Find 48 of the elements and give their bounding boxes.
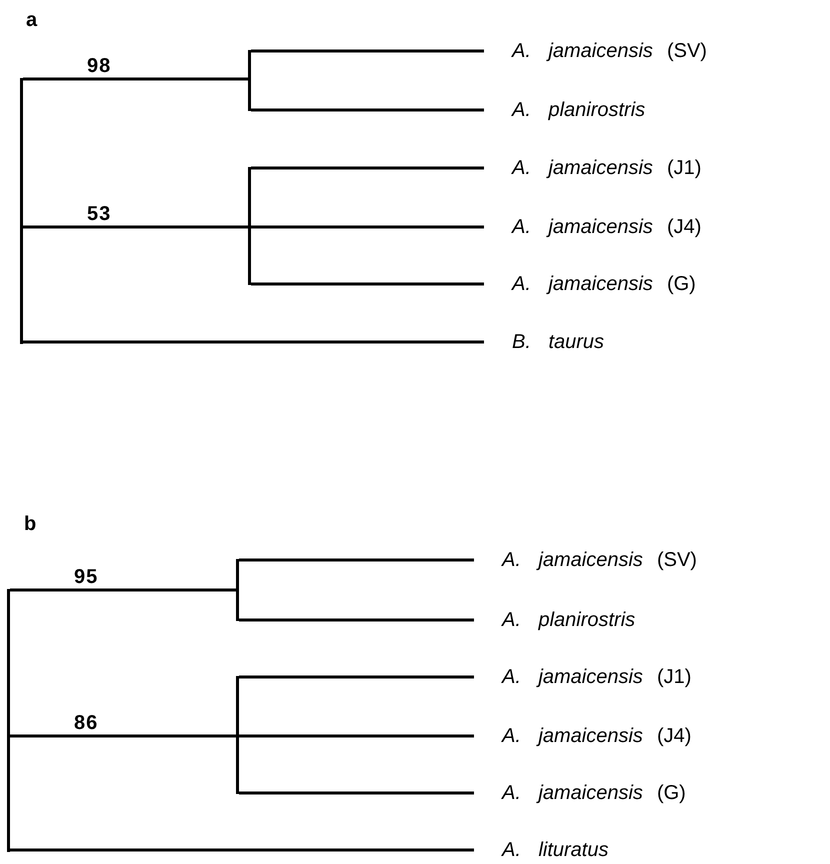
tree-branch <box>251 50 484 52</box>
tree-branch-junction <box>248 50 251 111</box>
bootstrap-value: 95 <box>74 567 98 587</box>
taxon-name: A. jamaicensis (G) <box>474 780 686 806</box>
taxon-name: A. jamaicensis (J4) <box>484 214 702 240</box>
strain-code: (G) <box>656 781 686 806</box>
taxon-name: A. lituratus <box>474 837 608 863</box>
tree-branch <box>23 226 248 228</box>
tree-branch <box>251 108 484 112</box>
strain-code: (J1) <box>656 665 692 690</box>
strain-code: (G) <box>666 272 696 297</box>
tree-branch <box>239 676 474 678</box>
taxon-name: A. jamaicensis (J1) <box>484 155 702 181</box>
tree-branch <box>10 588 236 592</box>
tree-branch-junction <box>20 78 23 344</box>
taxon-name: A. jamaicensis (SV) <box>484 38 707 64</box>
tree-branch-junction <box>236 559 239 621</box>
tree-branch-junction <box>248 167 251 285</box>
bootstrap-value: 98 <box>87 56 112 76</box>
strain-code: (J1) <box>666 156 702 181</box>
taxon-name: A. jamaicensis (J1) <box>474 664 692 690</box>
tree-branch <box>239 558 474 562</box>
tree-branch <box>23 340 484 344</box>
tree-branch <box>10 734 236 738</box>
tree-branch <box>251 282 484 286</box>
taxon-name: A. planirostris <box>474 607 636 633</box>
tree-branch <box>10 848 474 852</box>
tree-branch <box>251 166 484 170</box>
strain-code: (SV) <box>656 548 697 573</box>
taxon-name: A. planirostris <box>484 97 646 123</box>
panel-label: b <box>24 514 36 534</box>
tree-branch <box>251 226 484 228</box>
tree-branch <box>239 734 474 738</box>
strain-code: (J4) <box>656 724 692 749</box>
bootstrap-value: 53 <box>87 204 112 224</box>
bootstrap-value: 86 <box>74 713 98 733</box>
taxon-name: A. jamaicensis (SV) <box>474 547 697 573</box>
tree-branch-junction <box>236 676 239 794</box>
taxon-name: A. jamaicensis (G) <box>484 271 696 297</box>
tree-branch <box>239 792 474 794</box>
tree-branch <box>239 618 474 622</box>
taxon-name: A. jamaicensis (J4) <box>474 723 692 749</box>
taxon-name: B. taurus <box>484 329 604 355</box>
strain-code: (SV) <box>666 39 707 64</box>
tree-branch <box>23 78 248 80</box>
panel-label: a <box>26 10 38 30</box>
tree-branch-junction <box>7 589 10 852</box>
strain-code: (J4) <box>666 215 702 240</box>
